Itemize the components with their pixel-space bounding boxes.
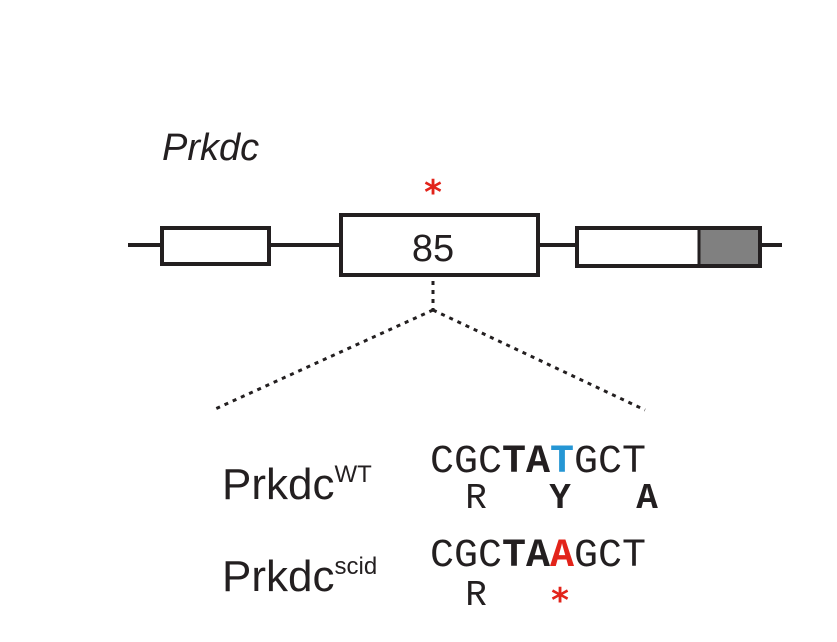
sequence-wt: CGCTATGCT: [430, 440, 646, 485]
zoom-line-right: [432, 308, 646, 412]
codon-segment: GCT: [574, 440, 646, 485]
exon-box-left: [160, 226, 271, 266]
codon-segment: CGC: [430, 534, 502, 579]
codon-segment: TA: [502, 534, 550, 579]
exon-box-85: [339, 213, 540, 277]
exon-number: 85: [412, 228, 454, 270]
amino-acid: Y: [549, 478, 571, 519]
codon-segment: CGC: [430, 440, 502, 485]
amino-acid: R: [465, 478, 487, 519]
amino-acid: R: [465, 575, 487, 616]
allele-label-scid: Prkdcscid: [222, 552, 377, 601]
gene-name: Prkdc: [162, 127, 259, 169]
amino-acid: A: [636, 478, 658, 519]
sequence-scid: CGCTAAGCT: [430, 534, 646, 579]
mutant-base: A: [550, 534, 574, 579]
stop-codon-marker: *: [551, 581, 569, 621]
codon-segment: GCT: [574, 534, 646, 579]
allele-label-wt: PrkdcWT: [222, 460, 372, 509]
zoom-line-left: [212, 308, 434, 412]
codon-segment: TA: [502, 440, 550, 485]
wildtype-base: T: [550, 440, 574, 485]
mutation-marker: *: [424, 173, 442, 213]
utr-region: [699, 230, 758, 264]
